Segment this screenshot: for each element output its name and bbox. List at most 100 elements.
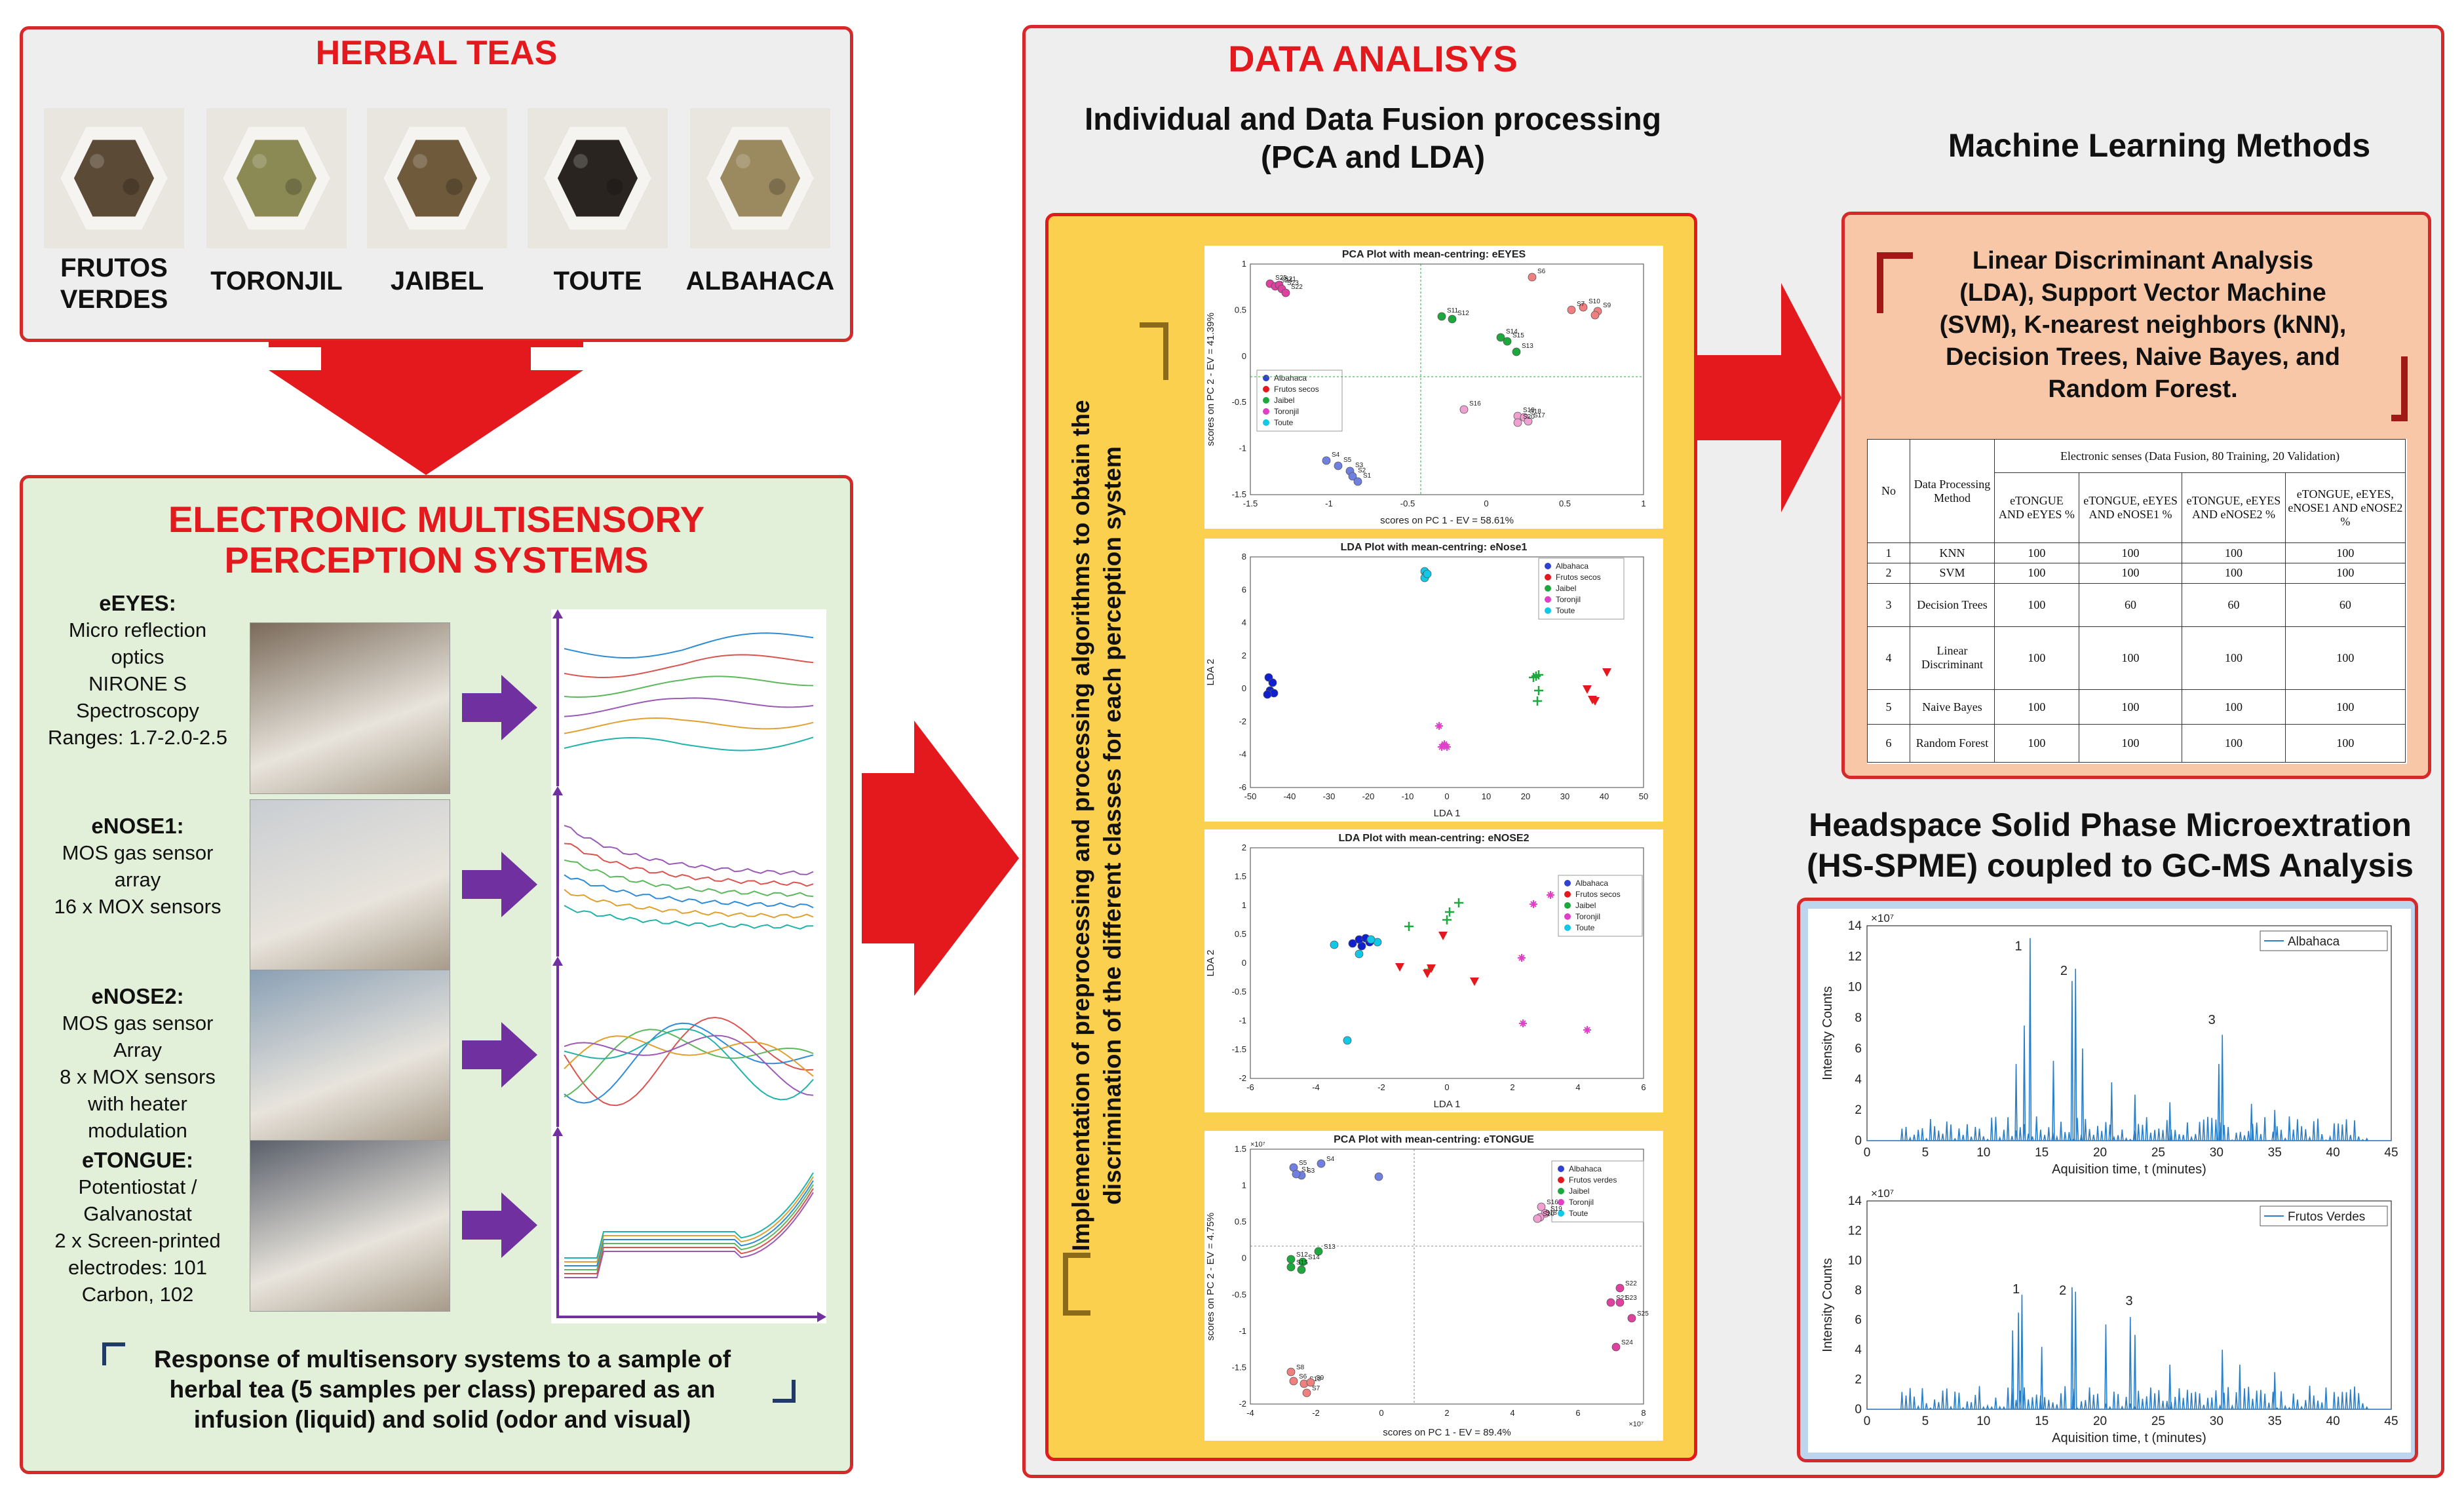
x-tick-label: 8 (1641, 1408, 1646, 1418)
data-point (1435, 722, 1443, 730)
plot-title: LDA Plot with mean-centring: eNose1 (1341, 542, 1528, 553)
table-cell: 2 (1867, 562, 1910, 584)
sensor-line: Potentiostat / (78, 1175, 197, 1198)
x-tick-label: 10 (1482, 791, 1491, 801)
y-tick-label: 4 (1855, 1343, 1862, 1357)
x-tick-label: 4 (1575, 1082, 1580, 1092)
x-tick-label: -4 (1312, 1082, 1320, 1092)
table-cell: 60 (2284, 582, 2406, 627)
point-label: S8 (1296, 1364, 1305, 1371)
chrom-legend: Frutos Verdes (2288, 1210, 2365, 1224)
legend-entry: Toronjil (1575, 912, 1600, 921)
table-cell: 6 (1867, 724, 1910, 763)
data-point (1437, 312, 1446, 321)
sensor-line: MOS gas sensor (62, 1012, 214, 1035)
y-tick-label: 1.5 (1235, 1144, 1246, 1154)
point-label: S17 (1533, 412, 1545, 419)
x-tick-label: -1 (1325, 499, 1333, 508)
y-tick-label: 2 (1855, 1373, 1862, 1387)
legend-entry: Albahaca (1274, 373, 1307, 383)
table-cell: 100 (1994, 689, 2079, 725)
point-label: S9 (1316, 1375, 1324, 1382)
peak-label: 2 (2060, 964, 2068, 978)
sensor-line: electrodes: 101 (68, 1256, 207, 1279)
tea-photo (528, 108, 668, 248)
ml-methods-l1: Linear Discriminant Analysis (1972, 247, 2314, 275)
x-tick-label: 15 (2035, 1415, 2049, 1428)
point-label: S5 (1343, 457, 1352, 464)
data-point (1286, 1263, 1296, 1272)
y-tick-label: 4 (1242, 618, 1246, 628)
point-label: S1 (1301, 1166, 1310, 1173)
tea-name: JAIBEL (390, 267, 484, 295)
sensor-line: Galvanostat (83, 1202, 192, 1225)
table-cell: 100 (1994, 542, 2079, 563)
data-point (1314, 1247, 1323, 1256)
table-cell: 100 (2078, 542, 2183, 563)
legend-marker (1263, 419, 1269, 426)
y-tick-label: 1 (1242, 1181, 1246, 1190)
plot-title: PCA Plot with mean-centring: eTONGUE (1334, 1134, 1534, 1145)
table-cell: 100 (2284, 724, 2406, 763)
x-tick-label: -30 (1323, 791, 1336, 801)
point-label: S14 (1506, 328, 1518, 335)
sensor-line: 16 x MOX sensors (54, 895, 221, 918)
tea-name: TORONJIL (210, 267, 343, 295)
table-cell: 100 (2182, 562, 2286, 584)
legend-marker (1263, 386, 1269, 392)
table-cell: 100 (1994, 582, 2079, 627)
axis-exponent: ×10⁷ (1250, 1141, 1265, 1149)
data-point (1353, 477, 1362, 486)
y-tick-label: -0.5 (1232, 987, 1246, 997)
y-tick-label: -1 (1239, 1016, 1246, 1025)
sensor-device-photo (250, 1140, 450, 1312)
y-tick-label: 10 (1848, 981, 1862, 995)
point-label: S24 (1621, 1339, 1633, 1346)
x-tick-label: 45 (2384, 1146, 2398, 1160)
data-point (1268, 678, 1277, 687)
legend-entry: Albahaca (1556, 561, 1588, 571)
y-tick-label: 4 (1855, 1073, 1862, 1086)
y-tick-label: -2 (1239, 1073, 1246, 1083)
y-tick-label: 8 (1242, 552, 1246, 561)
sensor-line: modulation (88, 1119, 187, 1142)
y-tick-label: 0.5 (1235, 929, 1246, 939)
legend-entry: Frutos secos (1274, 385, 1319, 394)
x-tick-label: -50 (1244, 791, 1257, 801)
legend-entry: Albahaca (1575, 879, 1608, 888)
y-axis-label: Intensity Counts (1820, 1258, 1835, 1352)
table-cell: 60 (2182, 582, 2286, 627)
x-tick-label: 0 (1864, 1415, 1871, 1428)
right-arrow-ml (1696, 283, 1841, 512)
legend-marker (1558, 1199, 1564, 1206)
data-point (1579, 303, 1588, 312)
x-axis-label: LDA 1 (1434, 1099, 1461, 1110)
sensor-response-graph (551, 609, 826, 806)
legend-marker (1545, 585, 1551, 592)
data-point (1459, 405, 1469, 414)
tea-photo (44, 108, 184, 248)
lda-enose1-plot: LDA Plot with mean-centring: eNose1-50-4… (1204, 539, 1663, 822)
legend-marker (1564, 902, 1571, 909)
legend-entry: Toronjil (1556, 595, 1581, 604)
th-col: eTONGUE, eEYES, eNOSE1 AND eNOSE2 % (2284, 472, 2406, 544)
point-label: S15 (1296, 1259, 1308, 1266)
th-col: eTONGUE, eEYES AND eNOSE2 % (2182, 472, 2286, 544)
x-tick-label: 45 (2384, 1415, 2398, 1428)
sensor-line: NIRONE S (88, 672, 187, 695)
table-cell: 100 (2182, 542, 2286, 563)
x-axis-label: LDA 1 (1434, 808, 1461, 819)
table-cell: 3 (1867, 582, 1910, 627)
pca-eeyes-plot: PCA Plot with mean-centring: eEYES-1.5-1… (1204, 246, 1663, 529)
data-point (1615, 1283, 1625, 1293)
y-tick-label: 0 (1855, 1403, 1862, 1416)
table-cell: 5 (1867, 689, 1910, 725)
peak-label: 1 (2012, 1282, 2020, 1297)
